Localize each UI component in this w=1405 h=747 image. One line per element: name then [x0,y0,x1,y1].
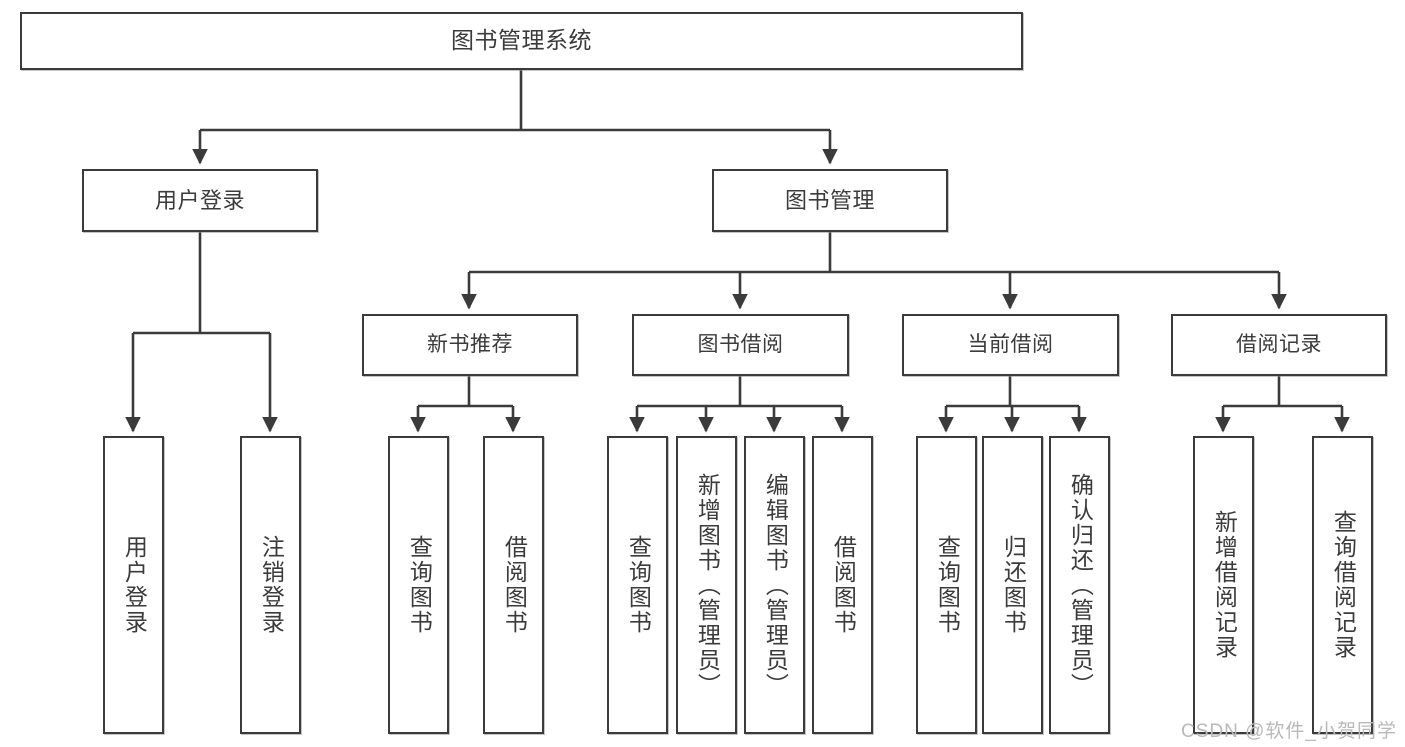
node-label: 用户登录 [154,187,245,213]
node-label: 查询图书 [934,535,961,635]
node-book-management[interactable]: 图书管理 [712,169,948,232]
node-book-borrow[interactable]: 图书借阅 [632,314,849,376]
leaf-query-borrow-record[interactable]: 查询借阅记录 [1312,436,1373,734]
node-label: 查询图书 [625,535,652,635]
node-label: 归还图书 [1000,535,1027,635]
leaf-query-book-current[interactable]: 查询图书 [916,436,977,734]
leaf-user-login[interactable]: 用户登录 [103,436,164,734]
leaf-query-book-borrow[interactable]: 查询图书 [607,436,668,734]
node-root-library-system[interactable]: 图书管理系统 [20,12,1023,70]
node-user-login[interactable]: 用户登录 [82,169,318,232]
node-label: 借阅图书 [830,535,857,635]
leaf-add-borrow-record[interactable]: 新增借阅记录 [1193,436,1254,734]
node-label: 图书管理 [784,187,875,213]
node-label: 查询借阅记录 [1330,510,1357,660]
node-label: 图书借阅 [697,332,784,356]
node-current-borrow[interactable]: 当前借阅 [902,314,1119,376]
leaf-edit-book-admin[interactable]: 编辑图书（管理员） [744,436,805,734]
node-label: 确认归还（管理员） [1067,472,1094,698]
node-label: 新增借阅记录 [1211,510,1238,660]
leaf-return-book[interactable]: 归还图书 [982,436,1043,734]
node-label: 图书管理系统 [451,27,592,54]
node-label: 注销登录 [258,535,285,635]
node-label: 借阅记录 [1236,332,1322,356]
node-label: 查询图书 [406,535,433,635]
watermark: CSDN @软件_小贺同学 [1181,721,1397,742]
node-label: 用户登录 [121,535,148,635]
node-label: 新书推荐 [427,332,513,356]
node-new-book-recommend[interactable]: 新书推荐 [362,314,578,376]
leaf-borrow-book[interactable]: 借阅图书 [812,436,873,734]
node-label: 借阅图书 [501,535,528,635]
node-borrow-records[interactable]: 借阅记录 [1171,314,1387,376]
leaf-borrow-book-recommend[interactable]: 借阅图书 [483,436,544,734]
leaf-logout[interactable]: 注销登录 [240,436,301,734]
leaf-confirm-return-admin[interactable]: 确认归还（管理员） [1049,436,1110,734]
node-label: 新增图书（管理员） [694,472,721,698]
leaf-add-book-admin[interactable]: 新增图书（管理员） [676,436,737,734]
node-label: 当前借阅 [967,332,1054,356]
leaf-query-book-recommend[interactable]: 查询图书 [388,436,449,734]
node-label: 编辑图书（管理员） [762,472,789,698]
